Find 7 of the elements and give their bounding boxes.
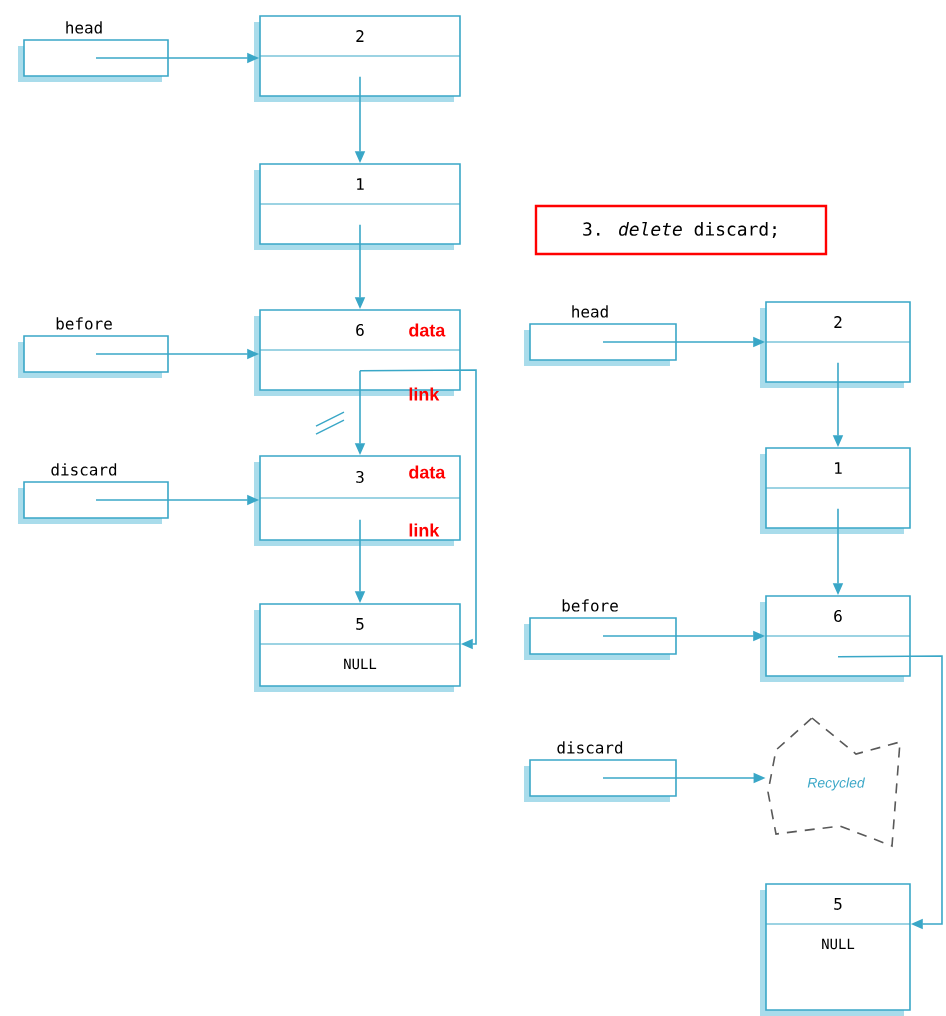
arrow — [837, 655, 943, 930]
field-label: link — [409, 387, 440, 401]
statement-box: 3. delete discard; — [534, 204, 828, 256]
field-label: link — [409, 523, 440, 537]
field-label: data — [409, 323, 446, 337]
field-label: data — [409, 465, 446, 479]
arrow — [359, 369, 477, 650]
